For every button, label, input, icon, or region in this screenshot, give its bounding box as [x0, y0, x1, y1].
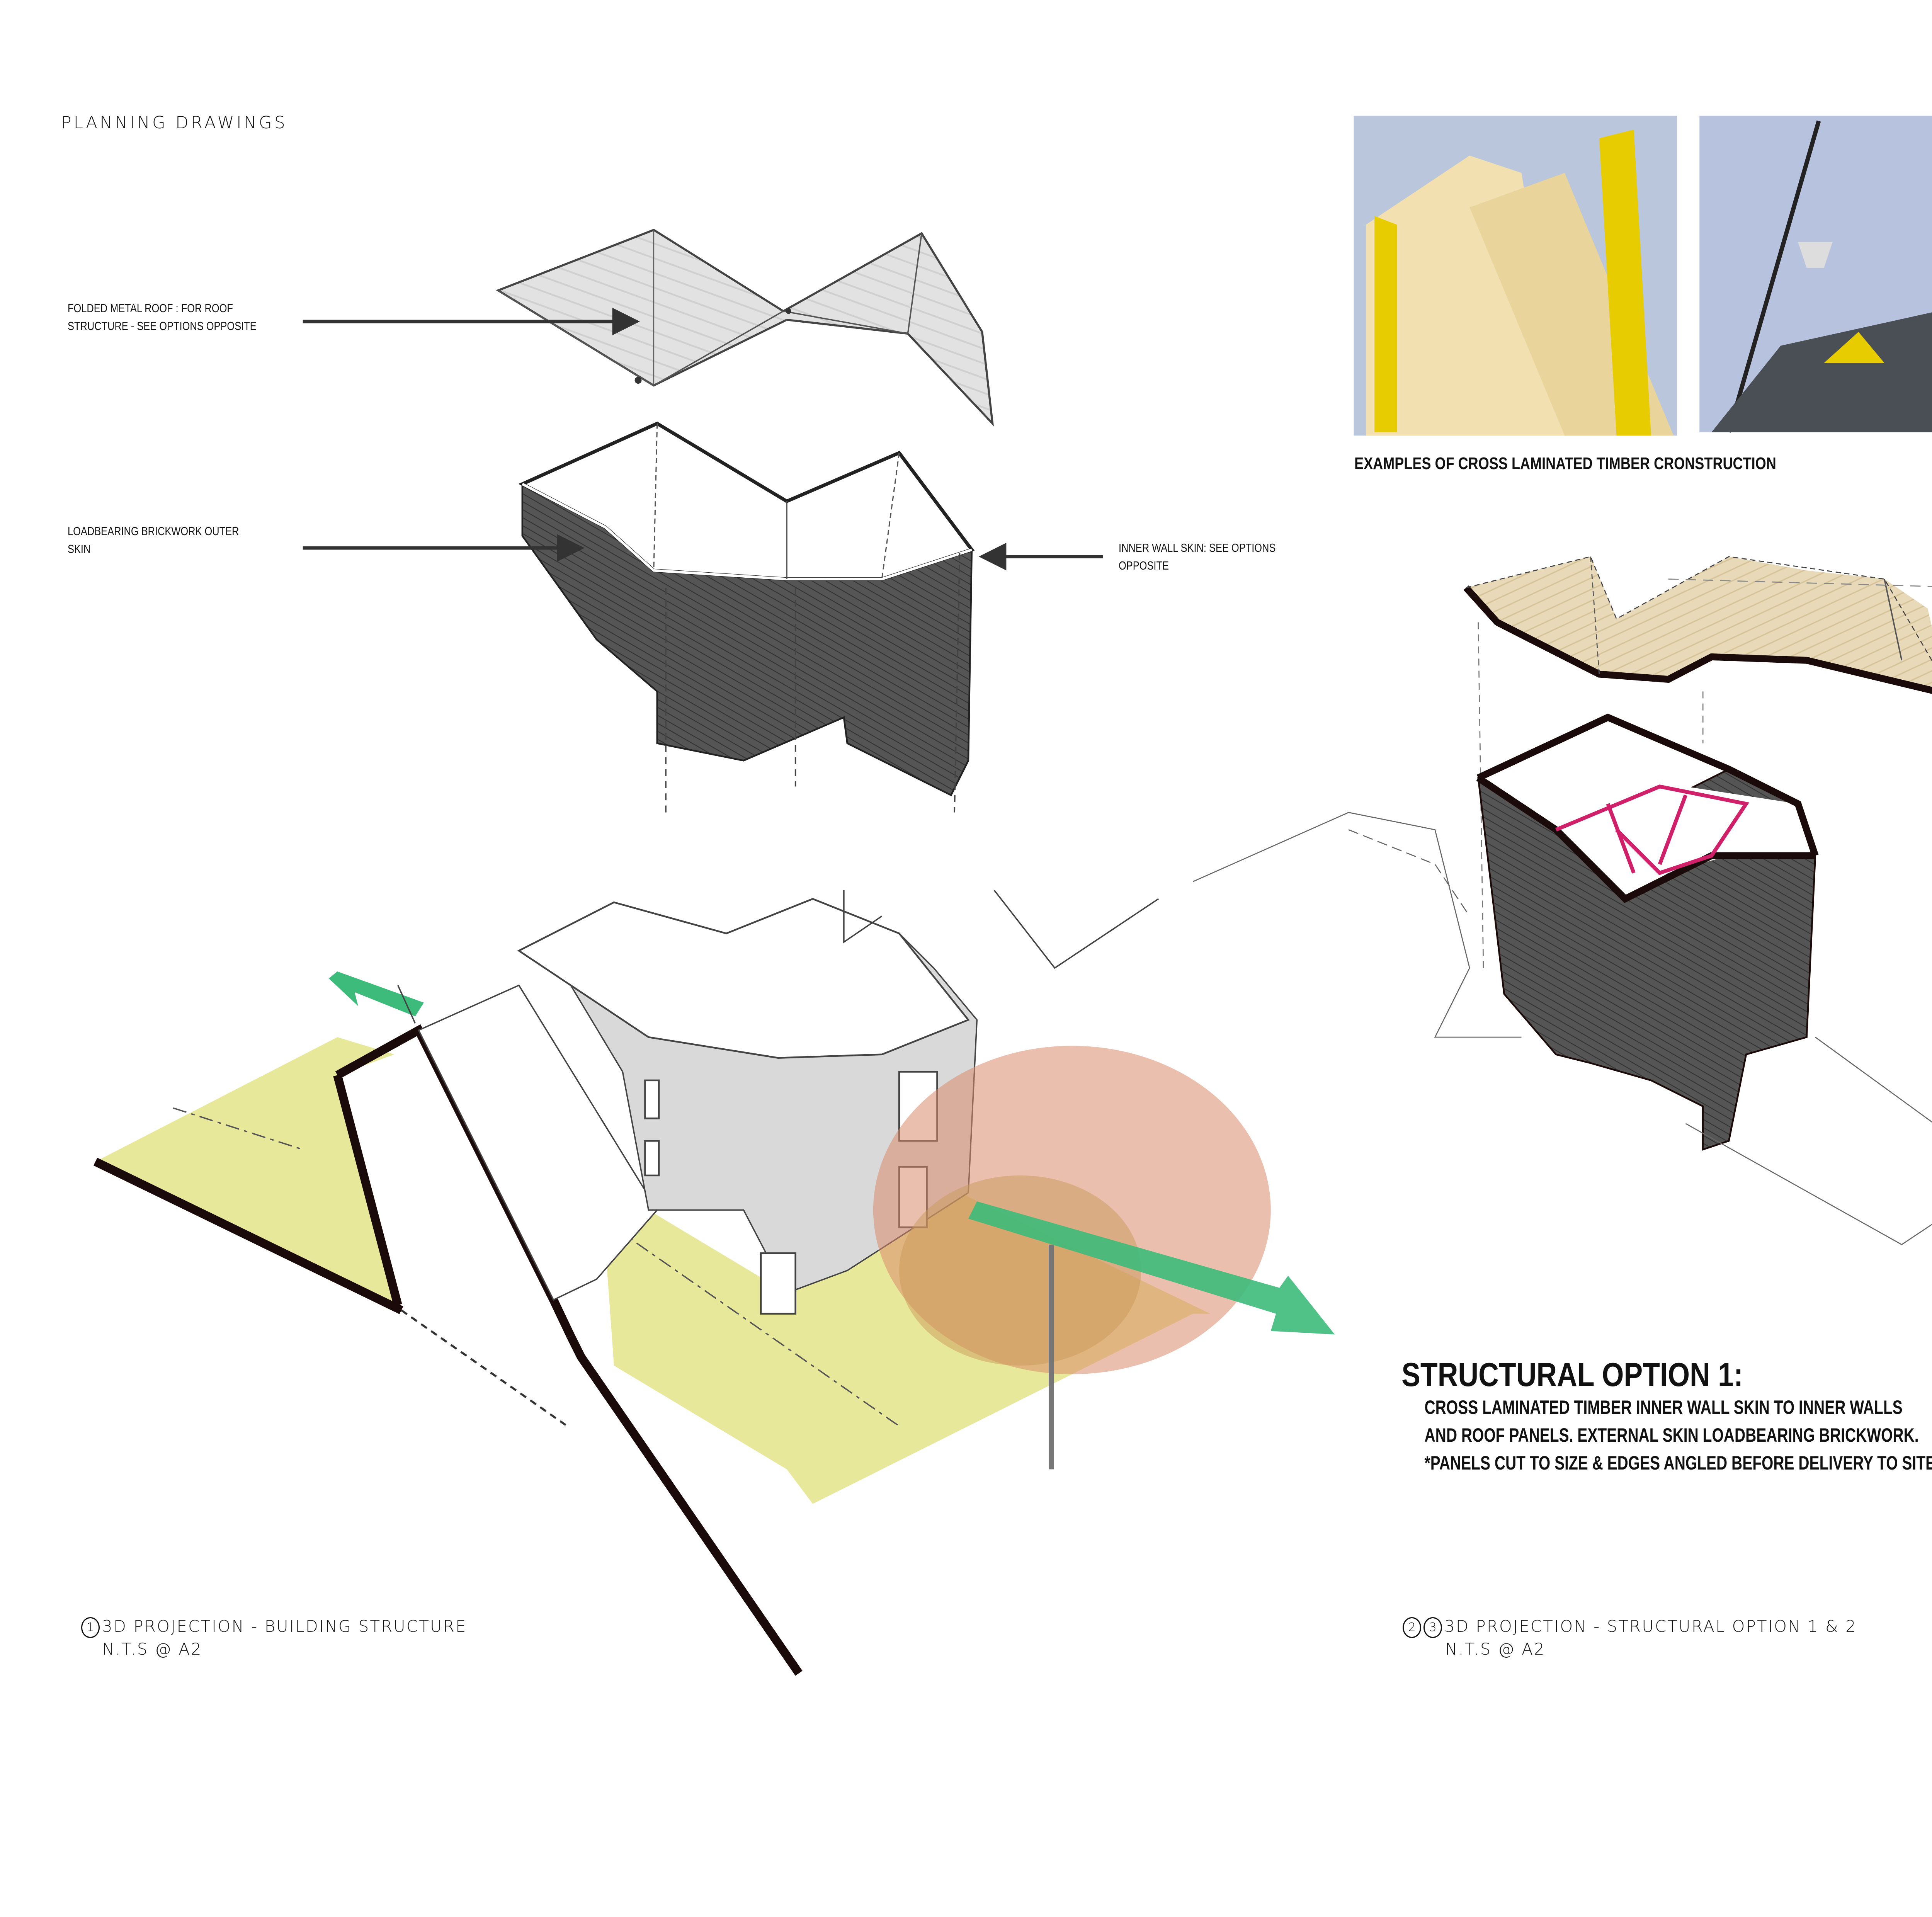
- view-marker: 1: [81, 1617, 100, 1638]
- inner-skin-annotation: INNER WALL SKIN: SEE OPTIONS OPPOSITE: [1119, 539, 1276, 575]
- sheet-header: PLANNING DRAWINGS: [61, 113, 287, 133]
- brick-body-drawing: [518, 421, 975, 813]
- outer-skin-annotation: LOADBEARING BRICKWORK OUTER SKIN: [68, 522, 239, 558]
- photo-caption: EXAMPLES OF CROSS LAMINATED TIMBER CRONS…: [1354, 454, 1776, 473]
- caption-title: 3D PROJECTION - BUILDING STRUCTURE: [102, 1617, 467, 1636]
- caption-scale: N.T.S @ A2: [1445, 1639, 1546, 1658]
- option-1-line: CROSS LAMINATED TIMBER INNER WALL SKIN T…: [1424, 1397, 1903, 1418]
- folded-roof-drawing: [496, 228, 994, 427]
- structural-option-1: STRUCTURAL OPTION 1: CROSS LAMINATED TIM…: [1352, 1356, 1932, 1477]
- option-1-line: *PANELS CUT TO SIZE & EDGES ANGLED BEFOR…: [1424, 1452, 1932, 1474]
- outer-skin-annotation-line: LOADBEARING BRICKWORK OUTER: [68, 524, 239, 538]
- outer-skin-annotation-line: SKIN: [68, 542, 91, 556]
- roof-annotation: FOLDED METAL ROOF : FOR ROOF STRUCTURE -…: [68, 299, 257, 335]
- site-projection-drawing: [94, 890, 1335, 1676]
- roof-annotation-line: FOLDED METAL ROOF : FOR ROOF: [68, 301, 233, 315]
- photo-strip: [1354, 116, 1932, 436]
- caption-title: 3D PROJECTION - STRUCTURAL OPTION 1 & 2: [1444, 1617, 1857, 1636]
- inner-skin-annotation-line: INNER WALL SKIN: SEE OPTIONS: [1119, 541, 1276, 555]
- roof-annotation-line: STRUCTURE - SEE OPTIONS OPPOSITE: [68, 319, 257, 333]
- view-marker: 3: [1423, 1617, 1442, 1638]
- structural-option-drawing: [1192, 556, 1932, 1245]
- view-marker: 2: [1403, 1617, 1421, 1638]
- option-1-line: AND ROOF PANELS. EXTERNAL SKIN LOADBEARI…: [1424, 1424, 1919, 1446]
- option-1-title: STRUCTURAL OPTION 1:: [1401, 1356, 1743, 1393]
- caption-scale: N.T.S @ A2: [102, 1639, 202, 1658]
- inner-skin-annotation-line: OPPOSITE: [1119, 559, 1169, 572]
